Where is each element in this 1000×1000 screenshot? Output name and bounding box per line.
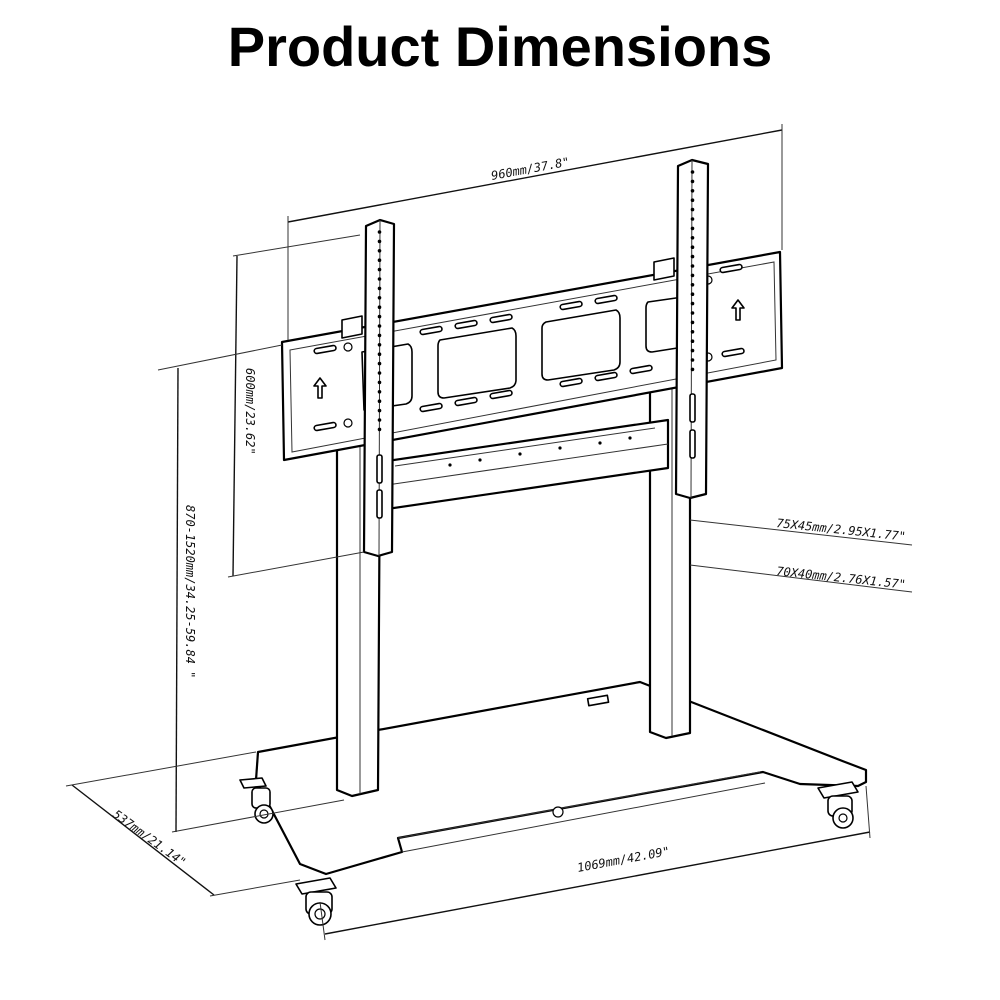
bracket-hole bbox=[377, 277, 382, 281]
base-plate bbox=[254, 680, 868, 876]
bracket-hole bbox=[690, 217, 695, 221]
bracket-hole bbox=[377, 408, 382, 413]
bracket-hole bbox=[377, 343, 382, 347]
bracket-hole bbox=[690, 254, 695, 259]
bracket-hole bbox=[377, 361, 382, 366]
bracket-hole bbox=[690, 170, 695, 174]
bracket-hole bbox=[377, 286, 382, 291]
bracket-hole bbox=[690, 358, 695, 362]
bracket-hole bbox=[690, 283, 695, 287]
bracket-hole bbox=[377, 258, 382, 263]
bracket-hole bbox=[690, 226, 695, 231]
bracket-hole bbox=[690, 320, 695, 325]
bracket-hole bbox=[377, 324, 382, 328]
bracket-hole bbox=[377, 390, 382, 394]
caster-back-right bbox=[817, 781, 859, 829]
base-width-label: 1069mm/42.09" bbox=[576, 844, 671, 875]
right-bracket bbox=[674, 158, 710, 500]
bracket-hole bbox=[377, 371, 382, 375]
column-upper-label: 75X45mm/2.95X1.77" bbox=[776, 516, 907, 544]
bracket-hole bbox=[690, 292, 695, 297]
bracket-hole bbox=[377, 230, 382, 234]
plate-height-label: 600mm/23.62" bbox=[243, 368, 257, 455]
bracket-hole bbox=[690, 264, 695, 268]
bracket-hole bbox=[690, 198, 695, 202]
bracket-hole bbox=[690, 339, 695, 344]
bracket-hole bbox=[377, 296, 382, 300]
bracket-hole bbox=[377, 267, 382, 272]
bracket-hole bbox=[690, 207, 695, 212]
bracket-hole bbox=[690, 301, 695, 306]
up-arrow-icon bbox=[313, 377, 327, 399]
bracket-hole bbox=[377, 239, 382, 244]
bracket-hole bbox=[690, 245, 695, 249]
bracket-hole bbox=[690, 311, 695, 315]
bracket-hole bbox=[690, 348, 695, 353]
bracket-hole bbox=[377, 380, 382, 385]
bracket-hole bbox=[377, 427, 382, 432]
plate-width-label: 960mm/37.8" bbox=[490, 155, 571, 183]
page-title: Product Dimensions bbox=[227, 15, 773, 78]
left-bracket bbox=[362, 218, 396, 558]
column-lower-label: 70X40mm/2.76X1.57" bbox=[776, 564, 907, 592]
overall-height-label: 870-1520mm/34.25-59.84 " bbox=[183, 505, 197, 678]
base-depth-label: 537mm/21.14" bbox=[110, 807, 188, 869]
bracket-hole bbox=[690, 367, 695, 372]
dimension-lines bbox=[65, 124, 913, 941]
bracket-hole bbox=[377, 305, 382, 310]
bracket-hole bbox=[377, 333, 382, 338]
bracket-hole bbox=[690, 189, 695, 193]
bracket-hole bbox=[377, 249, 382, 253]
caster-back-left bbox=[239, 777, 274, 824]
bracket-hole bbox=[377, 418, 382, 422]
bracket-hole bbox=[690, 236, 695, 240]
bracket-hole bbox=[690, 179, 695, 184]
bracket-hole bbox=[690, 273, 695, 278]
bracket-hole bbox=[377, 314, 382, 319]
caster-front-left bbox=[295, 877, 337, 926]
bracket-hole bbox=[377, 399, 382, 404]
bracket-hole bbox=[690, 330, 695, 334]
bracket-hole bbox=[377, 352, 382, 357]
up-arrow-icon bbox=[731, 299, 745, 321]
